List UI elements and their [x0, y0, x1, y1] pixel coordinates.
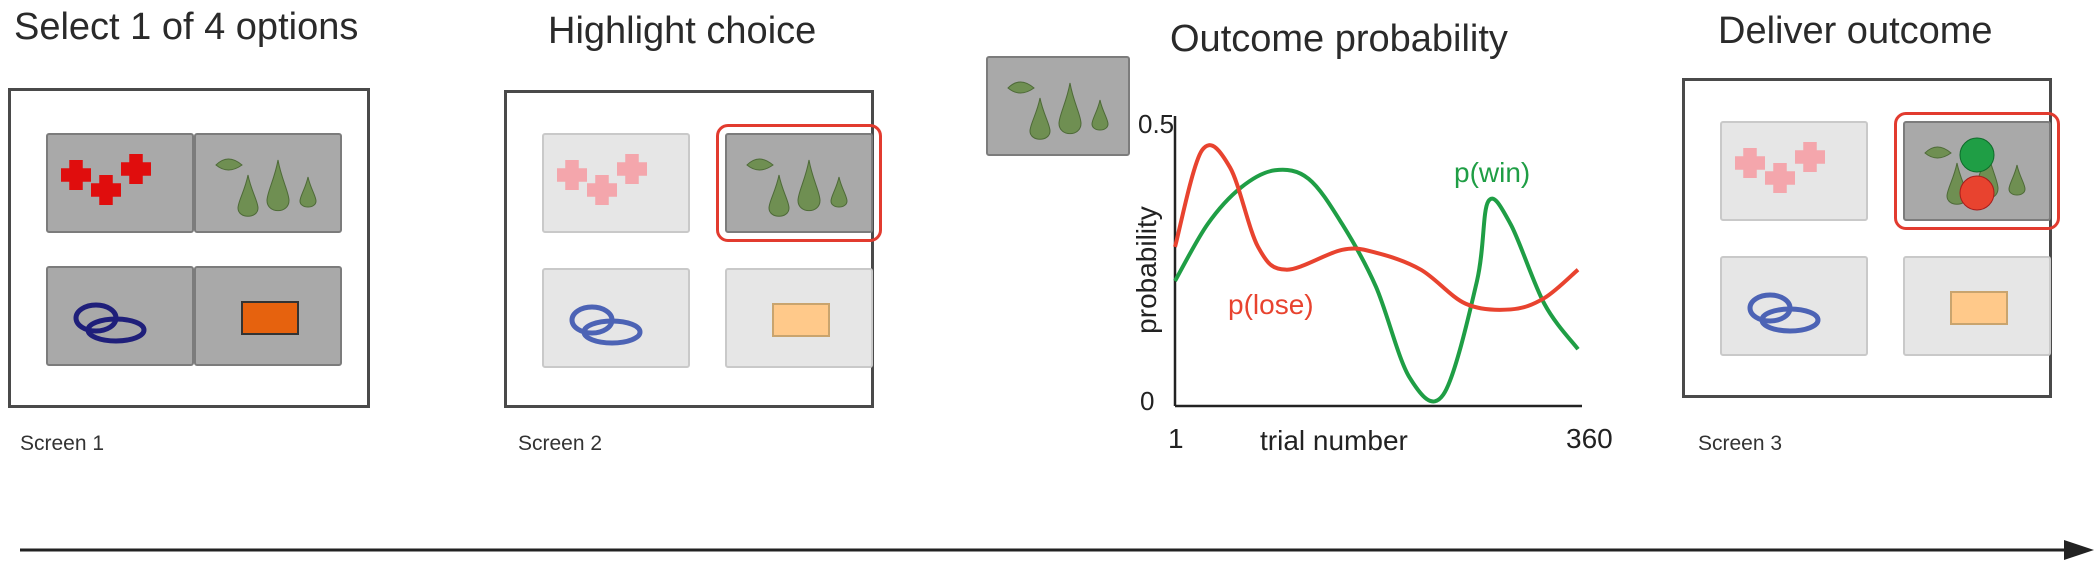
- stage-title-outcome-probability: Outcome probability: [1170, 18, 1508, 60]
- screen-3-frame: [1682, 78, 2060, 398]
- chosen-option-green-drops: [986, 56, 1130, 156]
- stage-title-deliver-outcome: Deliver outcome: [1718, 10, 1993, 52]
- red-cross-shape: [1765, 163, 1795, 193]
- win-token: [1959, 137, 1995, 173]
- orange-rectangle-icon: [1950, 291, 2008, 325]
- orange-rectangle-shape: [772, 303, 830, 337]
- red-cross-shape: [617, 154, 647, 184]
- y-tick-label-min: 0: [1140, 386, 1154, 416]
- blue-ellipses-icon: [73, 302, 147, 344]
- red-crosses-icon: [61, 154, 151, 205]
- series-line-win: [1173, 167, 1580, 404]
- option-green-drops-highlighted[interactable]: [716, 124, 882, 242]
- timeline-arrow-head: [2064, 540, 2094, 560]
- series-line-lose: [1173, 143, 1580, 312]
- stage-title-select: Select 1 of 4 options: [14, 6, 359, 48]
- drop-shape: [1091, 99, 1109, 131]
- red-cross-shape: [91, 175, 121, 205]
- red-cross-shape: [587, 175, 617, 205]
- x-axis-label: trial number: [1260, 425, 1408, 456]
- red-cross-shape: [61, 160, 91, 190]
- drop-shape: [237, 174, 259, 217]
- red-crosses-icon: [557, 154, 647, 205]
- option-red-crosses[interactable]: [46, 133, 194, 233]
- green-drops-icon: [746, 158, 848, 217]
- x-tick-label-min: 1: [1168, 423, 1184, 454]
- orange-rectangle-shape: [1950, 291, 2008, 325]
- y-axis-label: probability: [1131, 206, 1162, 334]
- option-blue-ellipses-faded[interactable]: [542, 268, 690, 368]
- option-orange-rectangle-faded[interactable]: [725, 268, 873, 368]
- ellipse-shape: [581, 318, 643, 346]
- red-crosses-icon: [1735, 142, 1825, 193]
- drop-shape: [830, 176, 848, 208]
- drop-shape: [768, 174, 790, 217]
- drop-shape: [797, 159, 821, 212]
- leaf-shape: [1007, 81, 1035, 94]
- drop-shape: [299, 176, 317, 208]
- stage-title-highlight: Highlight choice: [548, 10, 817, 52]
- blue-ellipses-icon: [569, 304, 643, 346]
- red-cross-shape: [1795, 142, 1825, 172]
- option-green-drops[interactable]: [194, 133, 342, 233]
- screen-2-frame: [504, 90, 882, 408]
- option-red-crosses-faded[interactable]: [1720, 121, 1868, 221]
- red-cross-shape: [1735, 148, 1765, 178]
- orange-rectangle-icon: [241, 301, 299, 335]
- series-label-lose: p(lose): [1228, 289, 1314, 320]
- leaf-shape: [1924, 146, 1952, 159]
- screen-3-label: Screen 3: [1698, 432, 1783, 455]
- blue-ellipses-icon: [1747, 292, 1821, 334]
- option-green-drops-outcome[interactable]: [1894, 112, 2060, 230]
- screen-2-label: Screen 2: [518, 432, 603, 455]
- lose-token: [1959, 175, 1995, 211]
- green-drops-icon: [1924, 137, 2026, 211]
- ellipse-shape: [85, 316, 147, 344]
- series-label-win: p(win): [1454, 157, 1530, 188]
- red-cross-shape: [557, 160, 587, 190]
- option-orange-rectangle-faded[interactable]: [1903, 256, 2051, 356]
- drop-shape: [2008, 164, 2026, 196]
- screen-1-label: Screen 1: [20, 432, 105, 455]
- red-cross-shape: [121, 154, 151, 184]
- ellipse-shape: [1759, 306, 1821, 334]
- screen-1-frame: [8, 88, 370, 408]
- green-drops-icon: [1007, 81, 1109, 140]
- leaf-shape: [215, 158, 243, 171]
- option-blue-ellipses-faded[interactable]: [1720, 256, 1868, 356]
- drop-shape: [266, 159, 290, 212]
- orange-rectangle-shape: [241, 301, 299, 335]
- option-red-crosses-faded[interactable]: [542, 133, 690, 233]
- drop-shape: [1029, 97, 1051, 140]
- orange-rectangle-icon: [772, 303, 830, 337]
- x-tick-label-max: 360: [1566, 423, 1613, 454]
- green-drops-icon: [215, 158, 317, 217]
- leaf-shape: [746, 158, 774, 171]
- drop-shape: [1058, 82, 1082, 135]
- option-orange-rectangle[interactable]: [194, 266, 342, 366]
- y-tick-label-max: 0.5: [1138, 109, 1174, 139]
- option-blue-ellipses[interactable]: [46, 266, 194, 366]
